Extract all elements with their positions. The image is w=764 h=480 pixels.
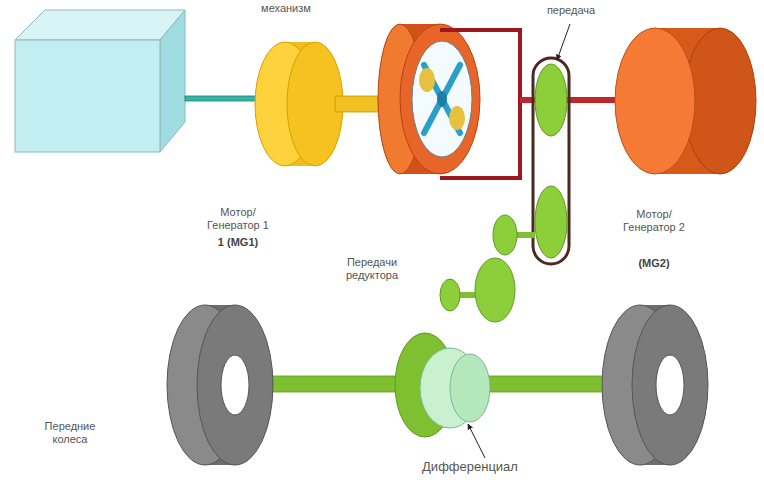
front-wheel (197, 305, 273, 465)
part-label: механизм (246, 2, 326, 15)
planetary-front (400, 24, 480, 174)
front-wheel (632, 305, 708, 465)
drive-sprocket (535, 64, 567, 136)
wheel-hub (221, 355, 249, 415)
driven-sprocket (535, 186, 567, 258)
part-label: Передачи редуктора (322, 256, 422, 282)
planet-gear (419, 68, 435, 92)
reduction-gear (475, 258, 515, 322)
engine-shaft (185, 96, 265, 101)
part-label: передача (536, 4, 606, 17)
engine-side (160, 10, 185, 152)
engine-front (15, 40, 160, 152)
output-bracket (440, 30, 520, 178)
sun-gear (437, 91, 447, 107)
mg2-front (615, 28, 695, 174)
part-label: Передние колеса (30, 420, 110, 446)
chain (533, 58, 569, 264)
ring-gear (412, 41, 472, 157)
leader-line (468, 424, 485, 458)
reduction-gear (440, 279, 460, 311)
wheel-hub (656, 355, 684, 415)
engine-top (15, 10, 185, 40)
part-label: Мотор/ Генератор 2 (618, 208, 690, 234)
planet-gear (449, 106, 465, 130)
leader-line (557, 24, 570, 60)
differential-housing (450, 354, 490, 422)
part-label: (MG2) (618, 257, 690, 270)
part-label: Дифференциал (400, 460, 540, 473)
reduction-gear (493, 215, 517, 255)
part-label: 1 (MG1) (200, 236, 276, 249)
part-label: Мотор/ Генератор 1 (200, 206, 276, 232)
